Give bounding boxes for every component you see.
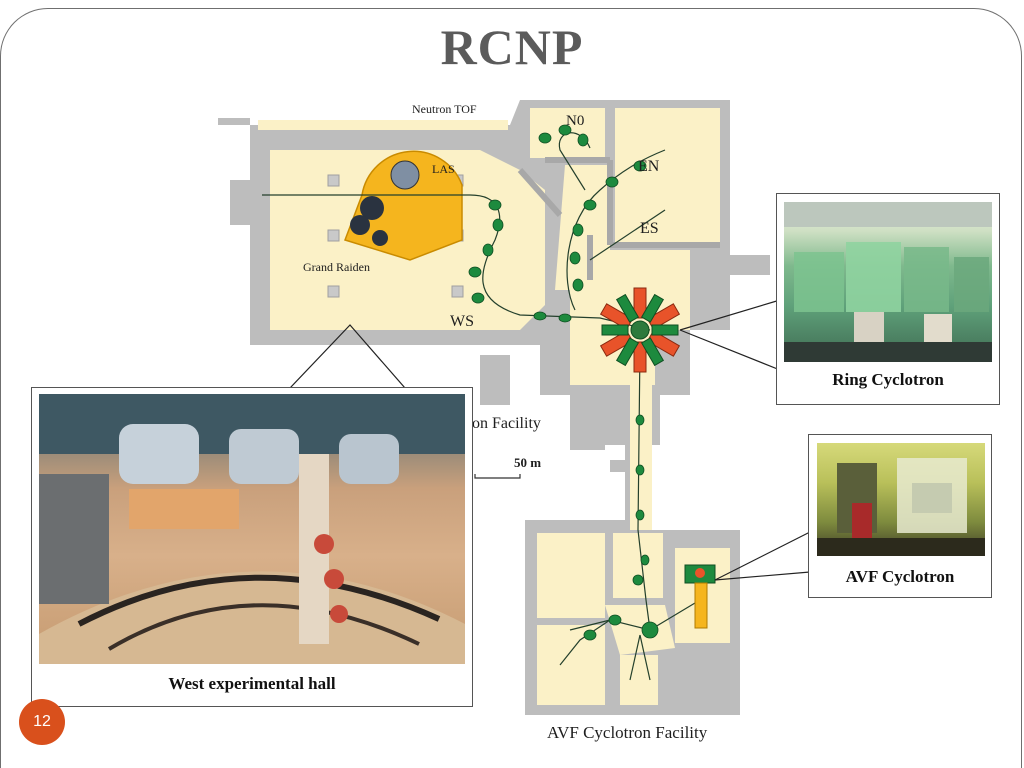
west-hall-caption: West experimental hall: [168, 674, 336, 693]
label-scale: 50 m: [514, 455, 541, 470]
label-n0: N0: [566, 113, 584, 129]
label-avf-facility: AVF Cyclotron Facility: [547, 723, 708, 742]
avf-cyclotron-map-symbol: [684, 564, 716, 629]
avf-cyclotron-callout: AVF Cyclotron: [808, 434, 992, 598]
ring-cyclotron-caption: Ring Cyclotron: [832, 370, 944, 389]
beamline-magnets: [468, 124, 659, 641]
las-magnet: [390, 160, 420, 190]
tof-line: [218, 118, 250, 125]
avf-cyclotron-caption: AVF Cyclotron: [845, 567, 955, 586]
callout-leaders: [289, 299, 811, 581]
scale-bar: [474, 474, 521, 479]
ring-cyclotron-photo: [784, 202, 992, 362]
beam-corridor: [630, 385, 652, 530]
label-en: EN: [638, 158, 660, 175]
ring-cyclotron-callout: Ring Cyclotron: [776, 193, 1000, 405]
map-labels: Neutron TOF N0 EN ES LAS Grand Raiden WS…: [303, 102, 708, 742]
grand-raiden-magnet-1: [360, 196, 384, 220]
tof-corridor: [258, 120, 508, 130]
interior-walls: [517, 157, 720, 280]
avf-room-b: [613, 533, 663, 598]
label-las: LAS: [432, 162, 455, 176]
slide-title: RCNP: [440, 19, 584, 75]
label-grand-raiden: Grand Raiden: [303, 260, 370, 274]
label-neutron-tof: Neutron TOF: [412, 102, 477, 116]
avf-room-e: [620, 655, 658, 705]
west-hall-photo: [39, 394, 465, 664]
label-ws: WS: [450, 313, 474, 330]
west-hall-callout: West experimental hall: [31, 387, 473, 707]
avf-room-a: [537, 533, 605, 618]
slide-frame: [0, 8, 1022, 768]
avf-cyclotron-photo: [817, 443, 985, 556]
label-ring-facility: on Facility: [472, 415, 541, 432]
ws-pit: [480, 355, 510, 405]
avf-shaft: [685, 650, 710, 690]
grand-raiden-magnet-3: [372, 230, 388, 246]
grand-raiden-area: [344, 150, 463, 261]
shaft-a: [570, 390, 605, 450]
east-room: [615, 108, 720, 248]
ring-cyclotron-map-symbol: [599, 287, 681, 373]
grand-raiden-magnet-2: [350, 215, 370, 235]
label-es: ES: [640, 220, 659, 237]
avf-hub-floor: [605, 605, 675, 655]
page-number-badge: 12: [19, 699, 65, 745]
west-port: [230, 180, 255, 225]
